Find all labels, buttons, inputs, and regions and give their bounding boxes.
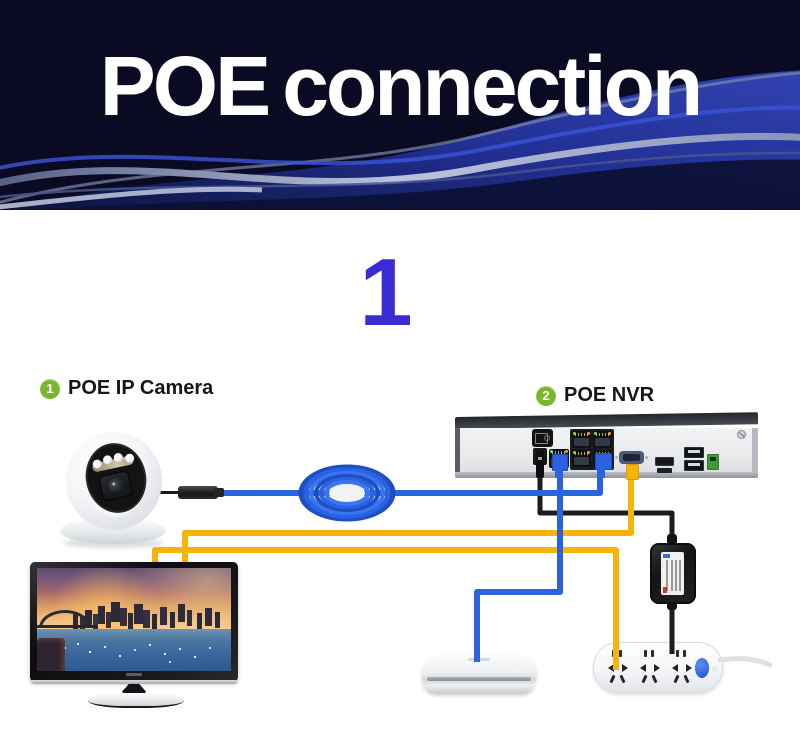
adapter-top-boot — [667, 534, 677, 548]
monitor-logo — [126, 673, 142, 676]
camera-body — [66, 432, 162, 530]
adapter-label — [661, 552, 684, 595]
monitor — [30, 562, 238, 710]
strip-cord — [717, 656, 773, 668]
ethernet-coil — [298, 464, 396, 522]
camera-lens — [97, 469, 135, 503]
strip-logo — [712, 666, 718, 672]
camera-pigtail-plug — [178, 486, 218, 499]
nvr-badge: 2 — [536, 385, 556, 406]
camera-face — [79, 437, 153, 519]
nvr-label: 2 POE NVR — [536, 384, 654, 407]
banner-title-poe: POE — [99, 39, 271, 133]
monitor-screen — [37, 568, 231, 671]
camera-label-text: POE IP Camera — [68, 377, 214, 399]
strip-outlet — [637, 642, 663, 693]
lan-plug-boot — [555, 468, 563, 478]
camera-pigtail-tip — [214, 488, 224, 497]
adapter-label-mark — [663, 587, 667, 593]
nvr-poe-port — [572, 431, 591, 448]
screen-bridge-deck — [37, 625, 97, 628]
screen-foreground — [37, 638, 65, 671]
nvr-vga-port — [615, 451, 648, 464]
camera-lens-glint — [111, 482, 116, 486]
poe-nvr — [455, 412, 758, 480]
nvr-screw — [737, 430, 746, 439]
nvr-hdmi-port-2 — [657, 468, 672, 473]
cable-lan-ethernet — [474, 473, 563, 662]
step-number: 1 — [359, 239, 413, 346]
camera-badge: 1 — [40, 378, 60, 399]
nvr-label-text: POE NVR — [564, 384, 655, 406]
nvr-poe-port — [593, 431, 612, 448]
camera-label: 1 POE IP Camera — [40, 377, 213, 400]
monitor-base — [88, 693, 184, 708]
nvr-usb-port — [684, 460, 704, 471]
power-adapter — [650, 534, 696, 610]
nvr-poe-port — [572, 450, 591, 467]
nvr-hdmi-port — [655, 457, 674, 466]
poe-ip-camera — [55, 424, 173, 550]
strip-outlet — [669, 642, 695, 693]
banner-waves — [0, 70, 800, 210]
dc-plug-ring — [538, 457, 542, 460]
adapter-label-chip — [663, 554, 670, 558]
monitor-bottom-strip — [30, 680, 238, 684]
dc-plug — [536, 451, 544, 478]
camera-pigtail-cable — [158, 491, 182, 494]
camera-lens-glass — [107, 476, 125, 495]
adapter-bottom-boot — [667, 599, 677, 610]
vga-plug — [626, 464, 639, 480]
poe-plug-boot — [597, 467, 605, 478]
strip-switch — [695, 658, 709, 678]
nvr-usb-port — [684, 447, 704, 458]
router-groove — [427, 677, 531, 681]
nvr-bottom-edge — [455, 472, 758, 478]
banner-title-connection: connection — [282, 39, 703, 133]
screen-water — [37, 629, 231, 671]
nvr-power-switch — [532, 429, 553, 447]
nvr-terminal-block — [707, 454, 719, 470]
cable-monitor-power-yellow — [152, 547, 619, 670]
